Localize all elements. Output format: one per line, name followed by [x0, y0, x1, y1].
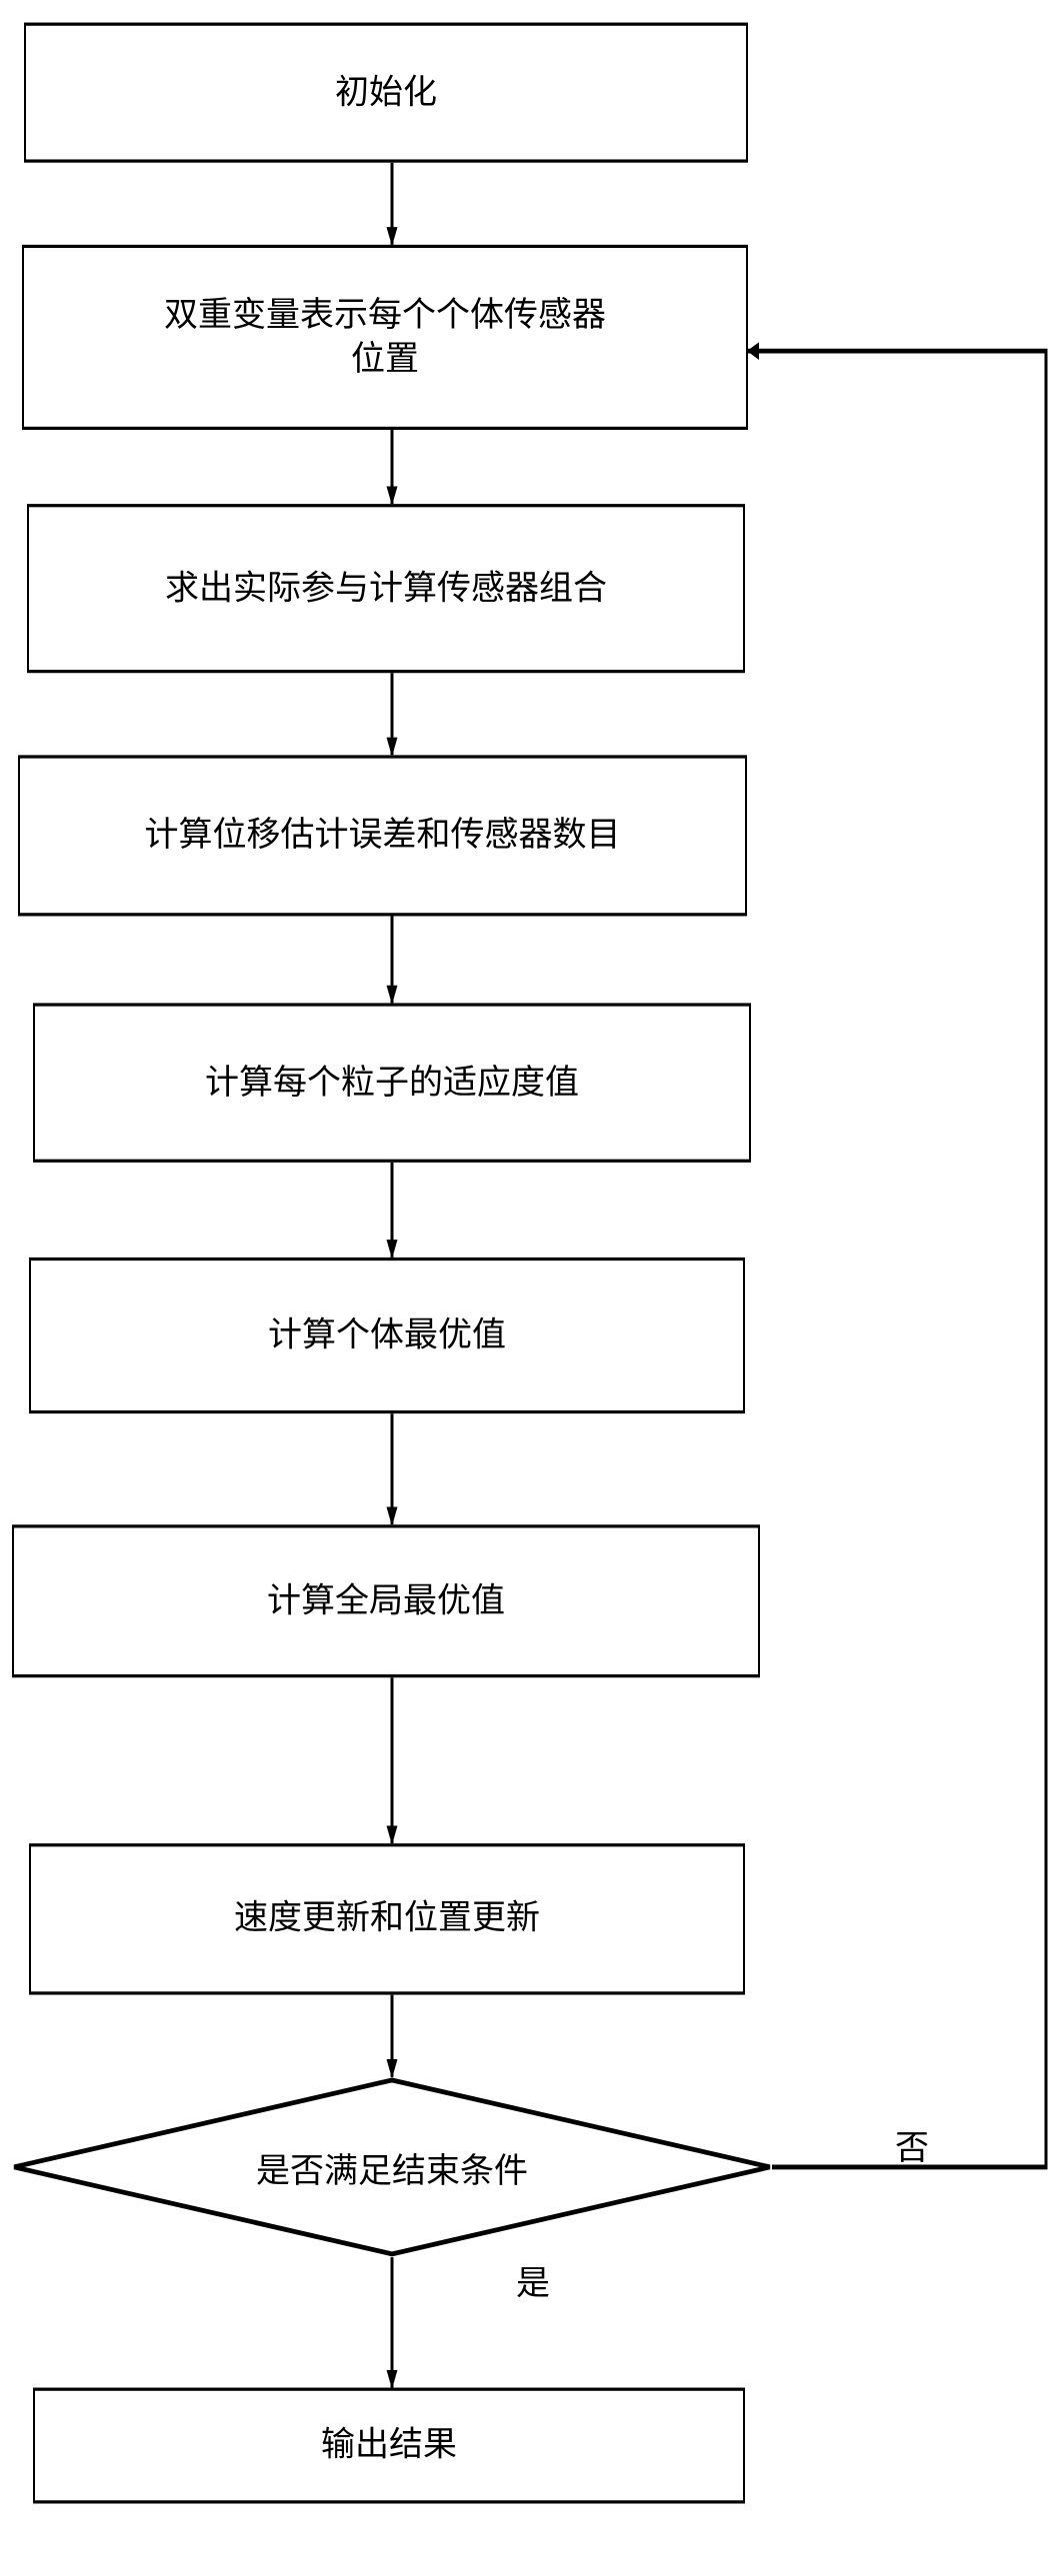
node-global-best-value[interactable]: 计算全局最优值	[12, 1524, 760, 1678]
node-output-result-label: 输出结果	[321, 2426, 457, 2464]
node-termination-condition-decision-label: 是否满足结束条件	[256, 2152, 528, 2190]
node-initialize-label: 初始化	[335, 73, 437, 111]
node-dual-variable-sensor-position-label: 双重变量表示每个个体传感器 位置	[164, 296, 606, 378]
diamond-shape	[13, 2077, 771, 2257]
node-displacement-error-and-sensor-count-label: 计算位移估计误差和传感器数目	[144, 817, 621, 855]
node-velocity-and-position-update-label: 速度更新和位置更新	[234, 1900, 540, 1938]
node-output-result[interactable]: 输出结果	[33, 2387, 745, 2504]
node-displacement-error-and-sensor-count[interactable]: 计算位移估计误差和传感器数目	[18, 755, 747, 917]
node-initialize[interactable]: 初始化	[24, 22, 748, 163]
node-particle-fitness-value[interactable]: 计算每个粒子的适应度值	[33, 1003, 751, 1163]
node-actual-sensor-combination[interactable]: 求出实际参与计算传感器组合	[27, 504, 745, 674]
node-termination-condition-decision[interactable]: 是否满足结束条件	[12, 2077, 772, 2257]
edge-label-no: 否	[895, 2130, 929, 2168]
node-personal-best-value[interactable]: 计算个体最优值	[29, 1257, 745, 1414]
node-dual-variable-sensor-position[interactable]: 双重变量表示每个个体传感器 位置	[22, 244, 748, 431]
node-velocity-and-position-update[interactable]: 速度更新和位置更新	[29, 1843, 745, 1995]
edge-label-yes: 是	[516, 2265, 550, 2303]
node-global-best-value-label: 计算全局最优值	[267, 1581, 505, 1619]
node-personal-best-value-label: 计算个体最优值	[268, 1316, 506, 1354]
node-particle-fitness-value-label: 计算每个粒子的适应度值	[205, 1064, 579, 1102]
node-actual-sensor-combination-label: 求出实际参与计算传感器组合	[165, 569, 607, 607]
connector-decision-no-feedback-loop	[747, 342, 1048, 2170]
